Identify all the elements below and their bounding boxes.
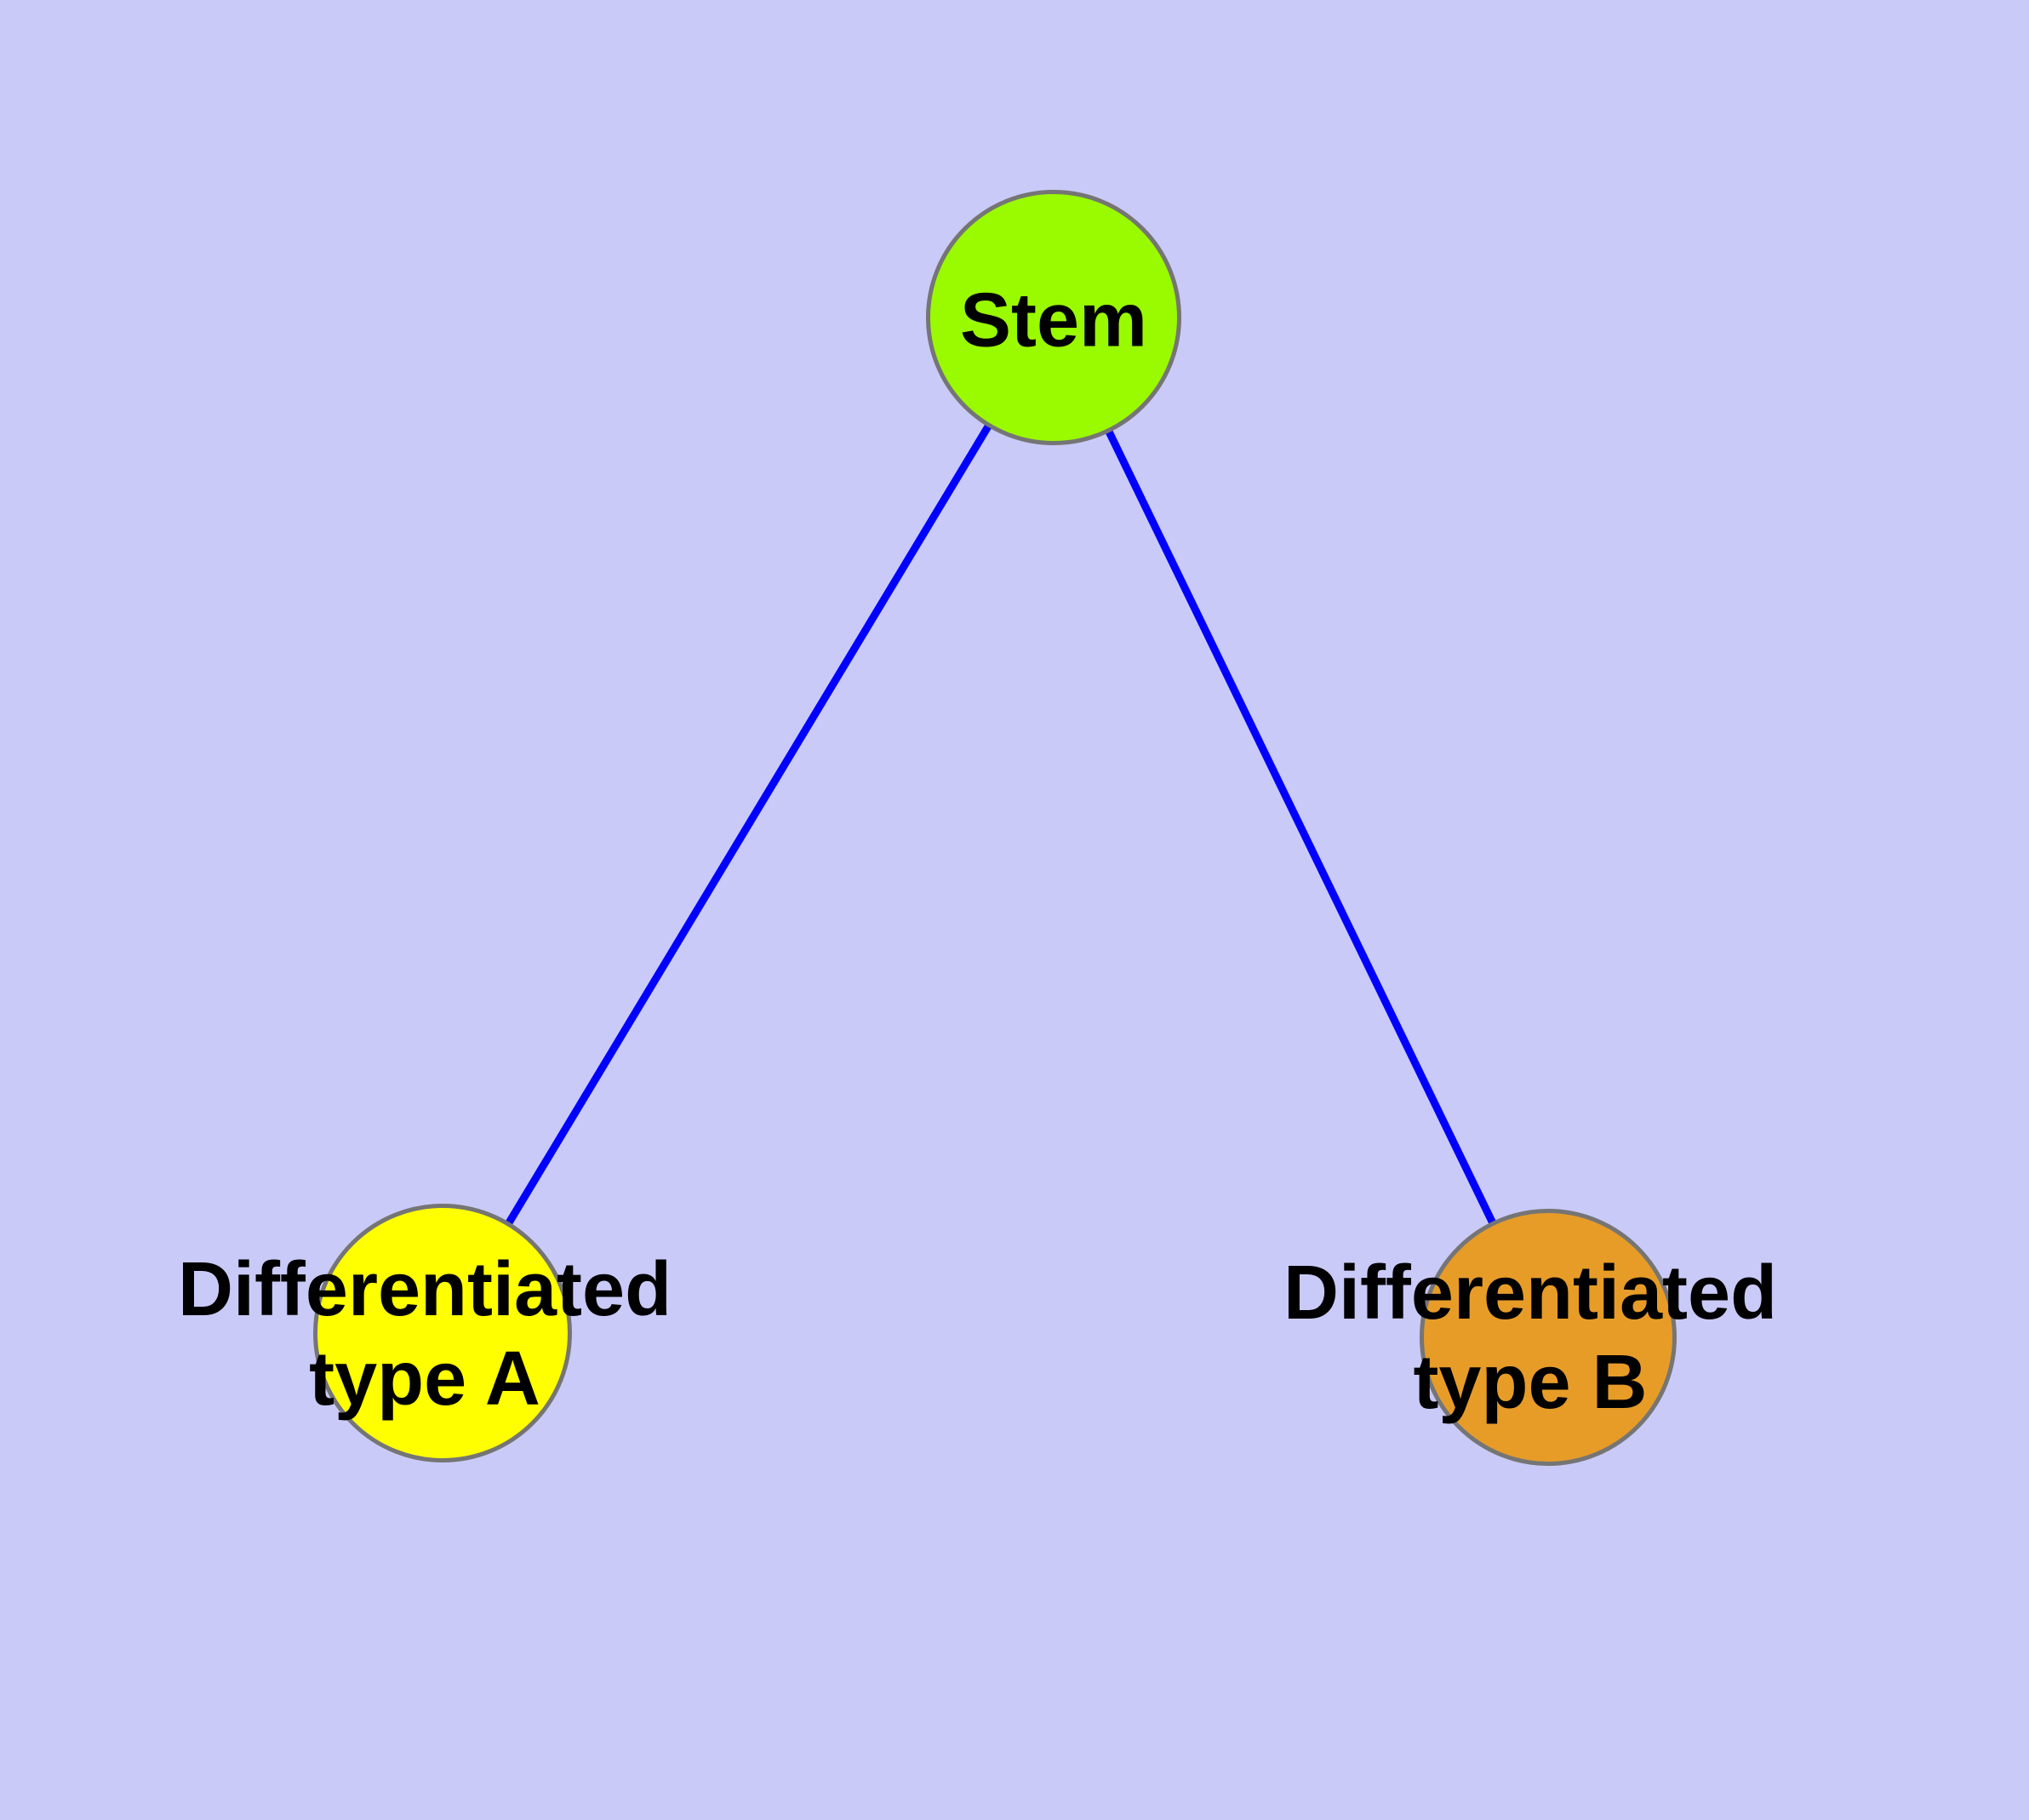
node-stem-label: Stem (960, 277, 1147, 366)
node-differentiated-type-a-label: Differentiated type A (178, 1245, 672, 1424)
node-type-a-label-line-2: type A (309, 1336, 540, 1422)
node-stem-label-line: Stem (959, 278, 1148, 363)
node-differentiated-type-a (313, 1204, 572, 1462)
edge-stem-to-type-b (1049, 316, 1552, 1339)
node-type-b-label-line-1: Differentiated (1283, 1251, 1778, 1336)
node-type-b-label-line-2: type B (1413, 1340, 1648, 1425)
node-differentiated-type-b (1420, 1209, 1677, 1466)
node-type-a-label-line-1: Differentiated (177, 1247, 672, 1332)
edge-stem-to-type-a (439, 315, 1057, 1336)
node-stem (926, 190, 1181, 445)
node-differentiated-type-b-label: Differentiated type B (1283, 1249, 1777, 1428)
